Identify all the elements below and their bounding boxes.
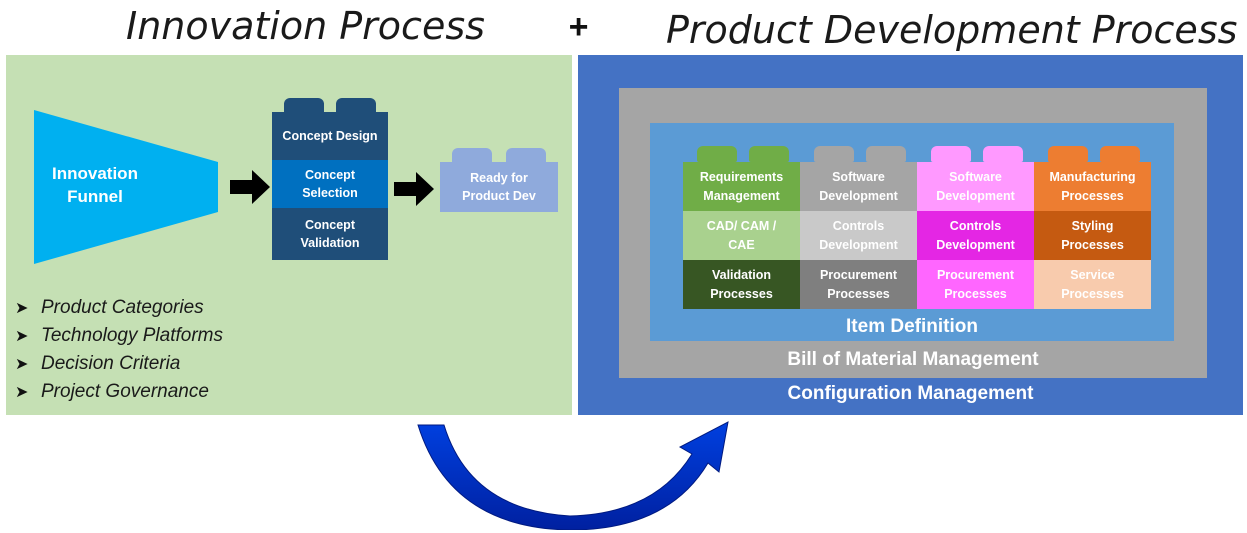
bullet-text: Technology Platforms — [41, 325, 224, 346]
innovation-process-title: Innovation Process — [126, 4, 485, 48]
arrow-bullet-icon: ➤ — [15, 384, 29, 401]
ready-for-product-dev: Ready for Product Dev — [440, 162, 558, 212]
ready-stud — [452, 148, 492, 164]
bullet-text: Project Governance — [41, 381, 209, 402]
block-stud — [814, 146, 854, 162]
bullet-item: ➤ Product Categories — [15, 294, 223, 322]
requirements-management-block: Requirements Management — [683, 162, 800, 211]
validation-processes-block: Validation Processes — [683, 260, 800, 309]
block-stud — [697, 146, 737, 162]
styling-processes-block: Styling Processes — [1034, 211, 1151, 260]
block-stud — [1100, 146, 1140, 162]
product-development-title: Product Development Process — [666, 8, 1238, 52]
bullet-text: Product Categories — [41, 297, 204, 318]
bom-management-label: Bill of Material Management — [787, 349, 1039, 370]
controls-development-block: Controls Development — [917, 211, 1034, 260]
block-stud — [1048, 146, 1088, 162]
concept-stack: Concept Design Concept Selection Concept… — [272, 98, 388, 262]
procurement-processes-block: Procurement Processes — [800, 260, 917, 309]
innovation-bullets: ➤ Product Categories ➤ Technology Platfo… — [15, 294, 223, 406]
item-definition-label: Item Definition — [846, 316, 978, 337]
stack-stud — [284, 98, 324, 114]
innovation-funnel — [34, 110, 218, 264]
right-arrow-icon — [394, 172, 434, 206]
block-stud — [749, 146, 789, 162]
controls-development-block: Controls Development — [800, 211, 917, 260]
arrow-bullet-icon: ➤ — [15, 328, 29, 345]
software-development-block: Software Development — [800, 162, 917, 211]
cad-cam-cae-block: CAD/ CAM / CAE — [683, 211, 800, 260]
bullet-item: ➤ Project Governance — [15, 378, 223, 406]
bullet-text: Decision Criteria — [41, 353, 181, 374]
arrow-bullet-icon: ➤ — [15, 300, 29, 317]
bullet-item: ➤ Decision Criteria — [15, 350, 223, 378]
block-stud — [931, 146, 971, 162]
ready-stud — [506, 148, 546, 164]
block-stud — [866, 146, 906, 162]
curved-arrow-icon — [417, 421, 729, 530]
stack-stud — [336, 98, 376, 114]
plus-sign: + — [568, 8, 588, 46]
concept-selection-block: Concept Selection — [272, 160, 388, 208]
right-arrow-icon — [230, 170, 270, 204]
block-stud — [983, 146, 1023, 162]
service-processes-block: Service Processes — [1034, 260, 1151, 309]
bullet-item: ➤ Technology Platforms — [15, 322, 223, 350]
funnel-label: Innovation Funnel — [52, 164, 138, 206]
procurement-processes-block: Procurement Processes — [917, 260, 1034, 309]
ready-block: Ready for Product Dev — [440, 148, 558, 214]
arrow-bullet-icon: ➤ — [15, 356, 29, 373]
concept-validation-block: Concept Validation — [272, 208, 388, 260]
software-development-block: Software Development — [917, 162, 1034, 211]
concept-design-block: Concept Design — [272, 112, 388, 160]
manufacturing-processes-block: Manufacturing Processes — [1034, 162, 1151, 211]
configuration-management-label: Configuration Management — [787, 383, 1034, 404]
